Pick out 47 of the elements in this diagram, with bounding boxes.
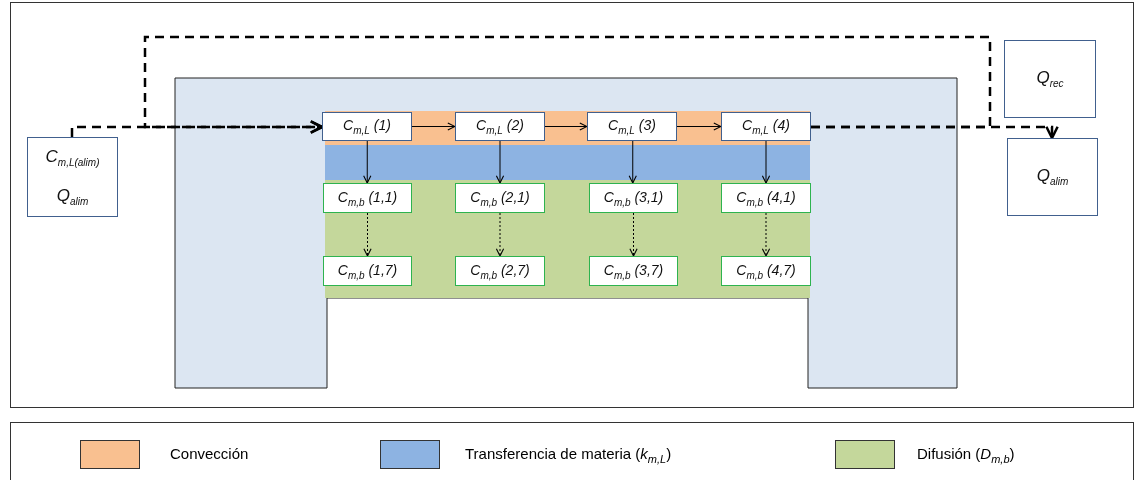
concentration-box bbox=[587, 112, 677, 141]
node-label: C$_{m,b}$ (4,7) bbox=[736, 261, 796, 281]
flow-box bbox=[1007, 138, 1098, 216]
arrow bbox=[544, 122, 588, 131]
flow-label: Q$_{rec}$ bbox=[1036, 68, 1064, 90]
flow-arrow bbox=[811, 125, 1059, 140]
arrow bbox=[761, 140, 771, 184]
node-label: C$_{m,L}$ (4) bbox=[742, 117, 790, 136]
arrow bbox=[495, 140, 505, 184]
node-label: C$_{m,b}$ (3,1) bbox=[603, 188, 664, 208]
flow-label: C$_{m,L(alim)}$ bbox=[45, 146, 100, 169]
node-label: C$_{m,b}$ (2,7) bbox=[470, 261, 530, 281]
node-label: C$_{m,L}$ (1) bbox=[343, 117, 391, 136]
concentration-box bbox=[721, 112, 811, 141]
flow-box bbox=[27, 137, 118, 217]
concentration-box bbox=[323, 256, 412, 286]
arrow bbox=[363, 140, 372, 184]
node-label: C$_{m,b}$ (2,1) bbox=[470, 188, 530, 208]
arrow bbox=[676, 122, 722, 131]
node-label: C$_{m,b}$ (1,1) bbox=[337, 188, 398, 208]
arrow bbox=[363, 212, 372, 257]
concentration-box bbox=[323, 183, 412, 213]
concentration-box bbox=[322, 112, 412, 141]
flow-label: Q$_{alim}$ bbox=[1036, 166, 1069, 188]
concentration-box bbox=[589, 183, 678, 213]
concentration-box bbox=[721, 183, 811, 213]
arrow bbox=[761, 212, 771, 257]
legend-label: Convección bbox=[170, 445, 249, 462]
arrow bbox=[628, 140, 637, 184]
arrow bbox=[495, 212, 505, 257]
node-label: C$_{m,b}$ (1,7) bbox=[337, 261, 398, 281]
legend-label: Difusión (D$_{m,b}$) bbox=[917, 445, 1015, 465]
node-label: C$_{m,b}$ (4,1) bbox=[736, 188, 796, 208]
concentration-box bbox=[721, 256, 811, 286]
concentration-box bbox=[455, 256, 545, 286]
concentration-box bbox=[455, 183, 545, 213]
concentration-box bbox=[455, 112, 545, 141]
arrow bbox=[411, 122, 456, 131]
node-label: C$_{m,L}$ (2) bbox=[476, 117, 524, 136]
concentration-box bbox=[589, 256, 678, 286]
arrow bbox=[629, 212, 638, 257]
flow-label: Q$_{alim}$ bbox=[56, 185, 89, 208]
node-label: C$_{m,L}$ (3) bbox=[608, 117, 656, 136]
legend-label: Transferencia de materia (k$_{m,L}$) bbox=[465, 445, 672, 465]
flow-box bbox=[1004, 40, 1096, 118]
node-label: C$_{m,b}$ (3,7) bbox=[603, 261, 664, 281]
flow-arrow bbox=[143, 35, 992, 134]
